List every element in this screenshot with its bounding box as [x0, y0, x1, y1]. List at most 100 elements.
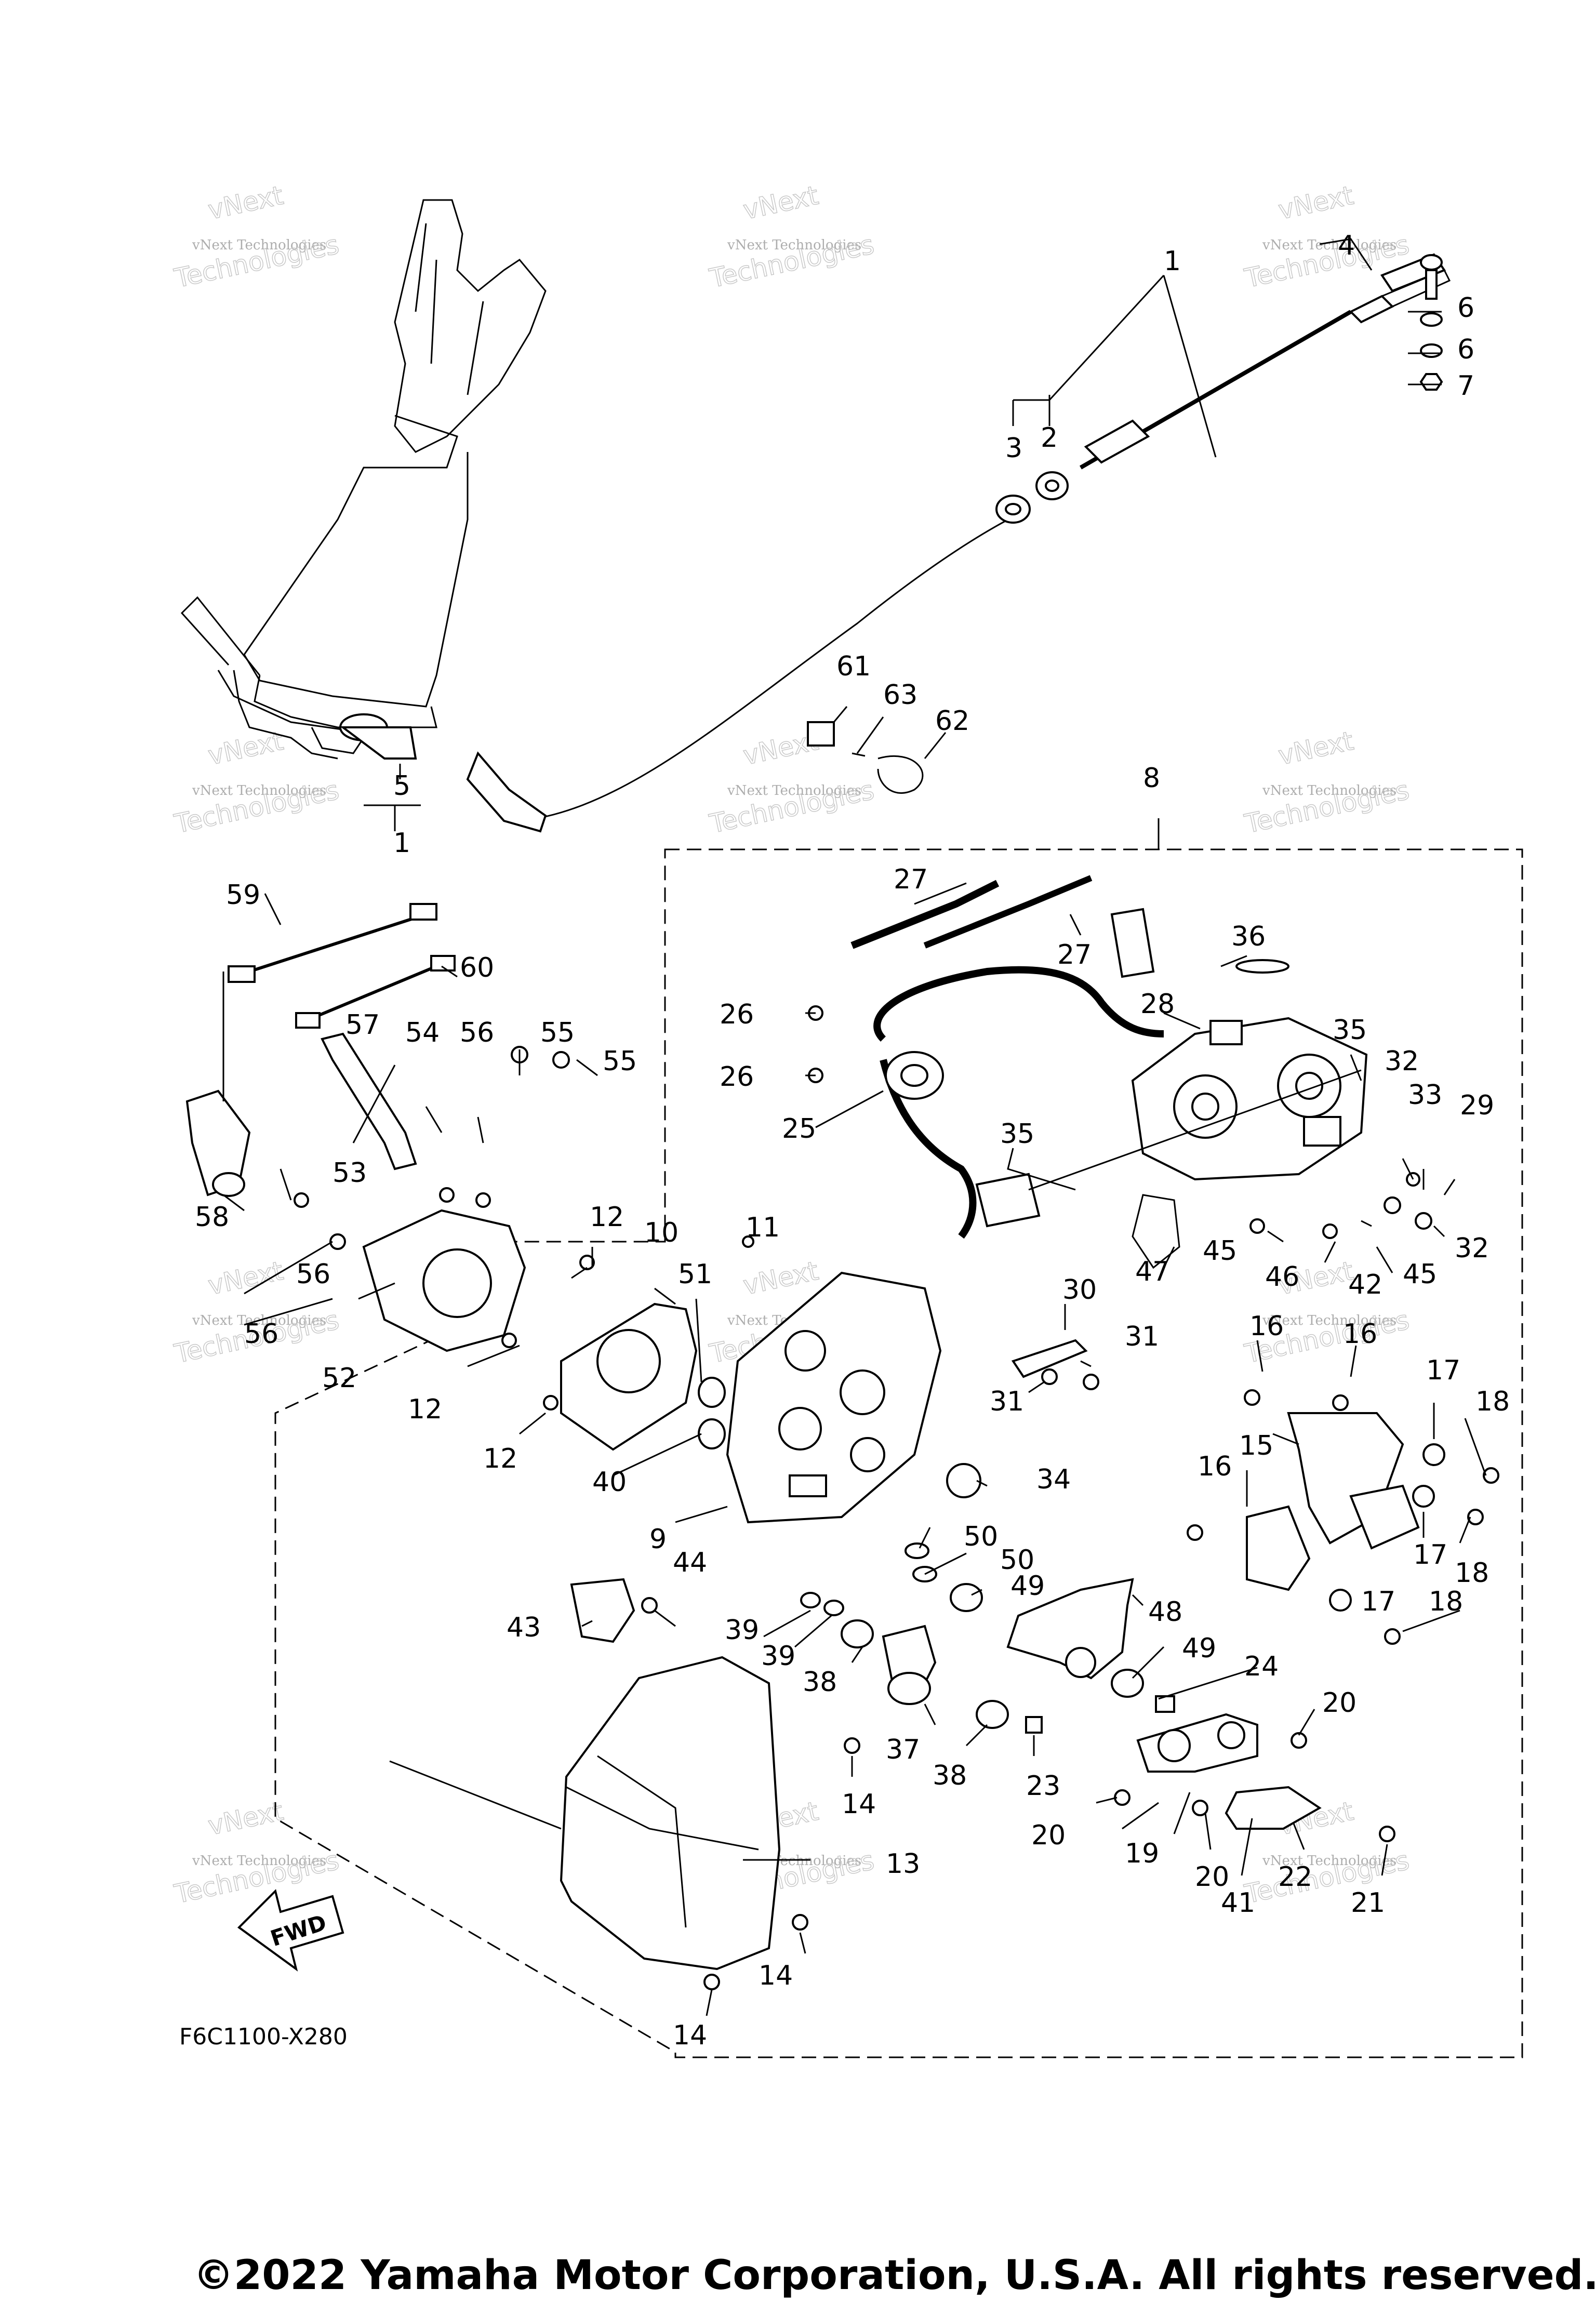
bracket-43	[570, 1578, 635, 1643]
callout-50: 50	[1000, 1545, 1034, 1576]
callout-15: 15	[1239, 1430, 1273, 1461]
callout-58: 58	[195, 1202, 229, 1233]
watermark-vnext: vNext	[205, 1796, 286, 1841]
callout-30: 30	[1062, 1274, 1097, 1306]
callout-35: 35	[1333, 1015, 1367, 1046]
callout-55: 55	[603, 1046, 637, 1077]
callout-45: 45	[1403, 1259, 1437, 1290]
callout-57: 57	[345, 1009, 380, 1041]
callout-42: 42	[1348, 1269, 1382, 1300]
callout-36: 36	[1231, 921, 1266, 952]
callout-56: 56	[296, 1259, 330, 1290]
callout-25: 25	[782, 1113, 816, 1145]
callout-17: 17	[1361, 1586, 1395, 1617]
callout-23: 23	[1026, 1771, 1060, 1802]
callout-38: 38	[803, 1667, 837, 1698]
callout-18: 18	[1455, 1558, 1489, 1589]
gasket-47	[1132, 1194, 1180, 1269]
cable-ties	[850, 875, 1093, 949]
jet-nozzle-housing	[180, 199, 547, 760]
callout-7: 7	[1457, 370, 1474, 402]
callout-34: 34	[1036, 1464, 1071, 1495]
callout-12: 12	[483, 1443, 517, 1474]
callout-17: 17	[1426, 1355, 1460, 1386]
watermark-vnext: vNext	[205, 180, 286, 225]
callout-4: 4	[1338, 230, 1355, 261]
callout-46: 46	[1265, 1261, 1299, 1293]
fwd-arrow: FWD	[237, 1889, 344, 1972]
callout-38: 38	[933, 1760, 967, 1791]
callout-55: 55	[540, 1017, 575, 1048]
sector-gear	[882, 1578, 1134, 1705]
ball-joint	[1380, 253, 1446, 391]
callout-49: 49	[1182, 1633, 1216, 1664]
callout-12: 12	[408, 1394, 442, 1425]
cable-clamp	[807, 721, 924, 794]
callout-63: 63	[883, 680, 917, 711]
callout-56: 56	[460, 1017, 494, 1048]
mounting-plates	[362, 1209, 698, 1451]
seals	[800, 1542, 1175, 1734]
main-housing	[726, 1271, 942, 1524]
callout-45: 45	[1203, 1235, 1237, 1267]
callout-61: 61	[836, 651, 871, 682]
callout-29: 29	[1460, 1090, 1494, 1121]
callout-22: 22	[1278, 1861, 1312, 1893]
watermark-vnext: vNext	[740, 1256, 821, 1301]
callout-1: 1	[1164, 246, 1181, 277]
callout-20: 20	[1031, 1820, 1066, 1851]
callout-52: 52	[322, 1363, 356, 1394]
callout-18: 18	[1429, 1586, 1463, 1617]
callout-56: 56	[244, 1319, 278, 1350]
callouts: 1 2 3 4 6 6 7 5 1 61 63 62 8 27 27 36 28…	[195, 230, 1510, 2051]
callout-41: 41	[1221, 1887, 1255, 1919]
callout-16: 16	[1249, 1311, 1284, 1342]
callout-11: 11	[746, 1212, 780, 1243]
callout-31: 31	[1125, 1321, 1159, 1352]
callout-35: 35	[1000, 1119, 1034, 1150]
callout-19: 19	[1125, 1838, 1159, 1869]
callout-16: 16	[1343, 1319, 1377, 1350]
drive-gear	[946, 1339, 1088, 1498]
watermark-text: vNext Technologies	[727, 783, 861, 799]
watermark-vnext: vNext	[740, 180, 821, 225]
callout-49: 49	[1010, 1571, 1045, 1602]
callout-59: 59	[226, 880, 260, 911]
watermark-text: vNext Technologies	[1262, 237, 1396, 253]
wire-harness	[873, 908, 1164, 1239]
callout-32: 32	[1385, 1046, 1419, 1077]
callout-54: 54	[405, 1017, 440, 1048]
callout-10: 10	[644, 1217, 679, 1248]
callout-32: 32	[1455, 1233, 1489, 1264]
callout-14: 14	[759, 1960, 793, 1991]
callout-14: 14	[673, 2020, 707, 2051]
watermark-vnext: vNext	[1275, 180, 1356, 225]
watermark-text: vNext Technologies	[192, 783, 326, 799]
callout-17: 17	[1413, 1539, 1447, 1571]
lever-arm	[185, 1032, 417, 1197]
callout-6: 6	[1457, 334, 1474, 365]
watermark-vnext: vNext	[205, 1256, 286, 1301]
steering-cable	[339, 269, 1451, 833]
callout-50: 50	[964, 1521, 998, 1552]
callout-31: 31	[990, 1386, 1024, 1417]
callout-5: 5	[393, 770, 410, 802]
callout-39: 39	[761, 1641, 795, 1672]
leader-lines	[222, 238, 1487, 2016]
callout-8: 8	[1143, 763, 1160, 794]
callout-27: 27	[1057, 939, 1092, 970]
watermark-text: vNext Technologies	[1262, 1853, 1396, 1869]
callout-51: 51	[678, 1259, 712, 1290]
copyright-notice: ©2022 Yamaha Motor Corporation, U.S.A. A…	[193, 2252, 1596, 2299]
o-rings	[698, 1377, 726, 1449]
control-rods	[228, 903, 456, 1029]
callout-28: 28	[1140, 989, 1175, 1020]
callout-20: 20	[1322, 1687, 1356, 1719]
watermark-text: vNext Technologies	[727, 237, 861, 253]
callout-26: 26	[720, 999, 754, 1030]
callout-6: 6	[1457, 292, 1474, 324]
cable-grommet	[995, 471, 1069, 524]
callout-43: 43	[507, 1612, 541, 1643]
callout-20: 20	[1195, 1861, 1229, 1893]
